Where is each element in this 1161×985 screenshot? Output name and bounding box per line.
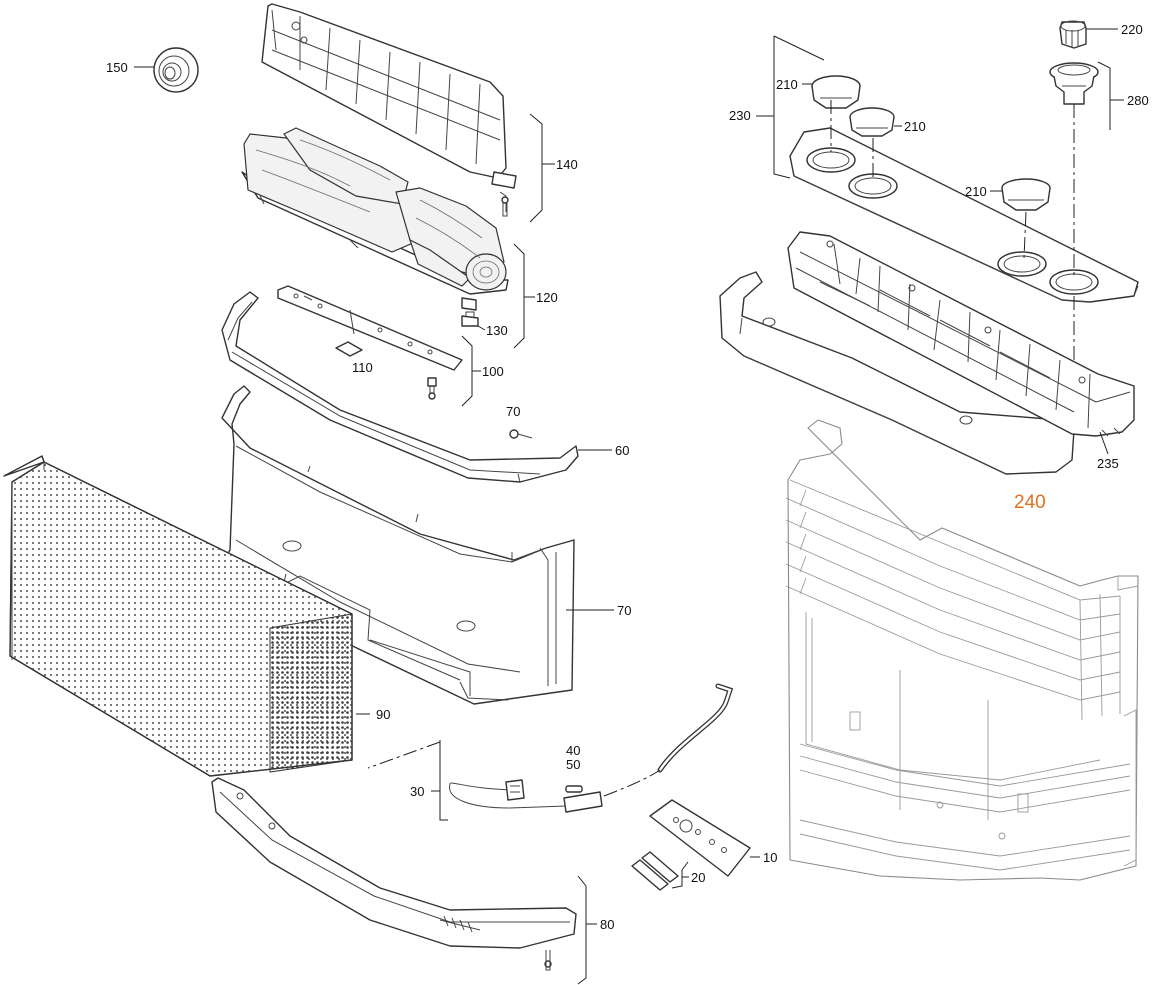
label-70-screw: 70 xyxy=(506,404,520,419)
label-80: 80 xyxy=(600,917,614,932)
part-150-knob xyxy=(153,47,199,93)
label-210-a: 210 xyxy=(776,77,798,92)
label-235: 235 xyxy=(1097,456,1119,471)
part-210-cap-b xyxy=(849,107,895,137)
part-100-control-board xyxy=(277,285,463,400)
label-20: 20 xyxy=(691,870,705,885)
part-flexible-tube xyxy=(603,683,734,797)
part-80-bottom-trim xyxy=(211,777,577,971)
part-labels: 150 140 120 130 110 100 70 60 70 90 40 5… xyxy=(106,22,1149,932)
part-210-cap-a xyxy=(811,75,861,109)
part-130-clip xyxy=(461,311,479,327)
label-100: 100 xyxy=(482,364,504,379)
label-70: 70 xyxy=(617,603,631,618)
label-40: 40 xyxy=(566,743,580,758)
part-90-mesh-screen xyxy=(3,455,353,777)
label-30: 30 xyxy=(410,784,424,799)
label-230: 230 xyxy=(729,108,751,123)
label-220: 220 xyxy=(1121,22,1143,37)
label-130: 130 xyxy=(486,323,508,338)
part-30-cable xyxy=(449,779,603,813)
label-60: 60 xyxy=(615,443,629,458)
label-50: 50 xyxy=(566,757,580,772)
label-140: 140 xyxy=(556,157,578,172)
part-20-batteries xyxy=(631,851,679,891)
part-40-50-fuse xyxy=(565,785,583,793)
label-120: 120 xyxy=(536,290,558,305)
part-10-remote-control xyxy=(649,799,751,877)
label-110: 110 xyxy=(352,360,373,375)
label-150: 150 xyxy=(106,60,128,75)
label-90: 90 xyxy=(376,707,390,722)
leader-lines xyxy=(134,28,1124,985)
label-210-c: 210 xyxy=(965,184,987,199)
label-240: 240 xyxy=(1014,492,1046,513)
label-280: 280 xyxy=(1127,93,1149,108)
part-60-top-trim xyxy=(221,291,579,483)
part-140-log-bracket xyxy=(261,3,517,217)
label-210-b: 210 xyxy=(904,119,926,134)
part-235-base-frame xyxy=(787,231,1135,437)
fireplace-housing-outline xyxy=(785,419,1139,881)
part-70-screw xyxy=(509,429,533,439)
part-110-module xyxy=(335,341,363,357)
part-230-top-plate xyxy=(789,127,1139,303)
part-280-adapter xyxy=(1049,62,1099,105)
part-220-knob xyxy=(1059,20,1087,49)
part-120-log-set xyxy=(241,127,509,311)
label-10: 10 xyxy=(763,850,777,865)
part-210-cap-c xyxy=(1001,178,1051,211)
